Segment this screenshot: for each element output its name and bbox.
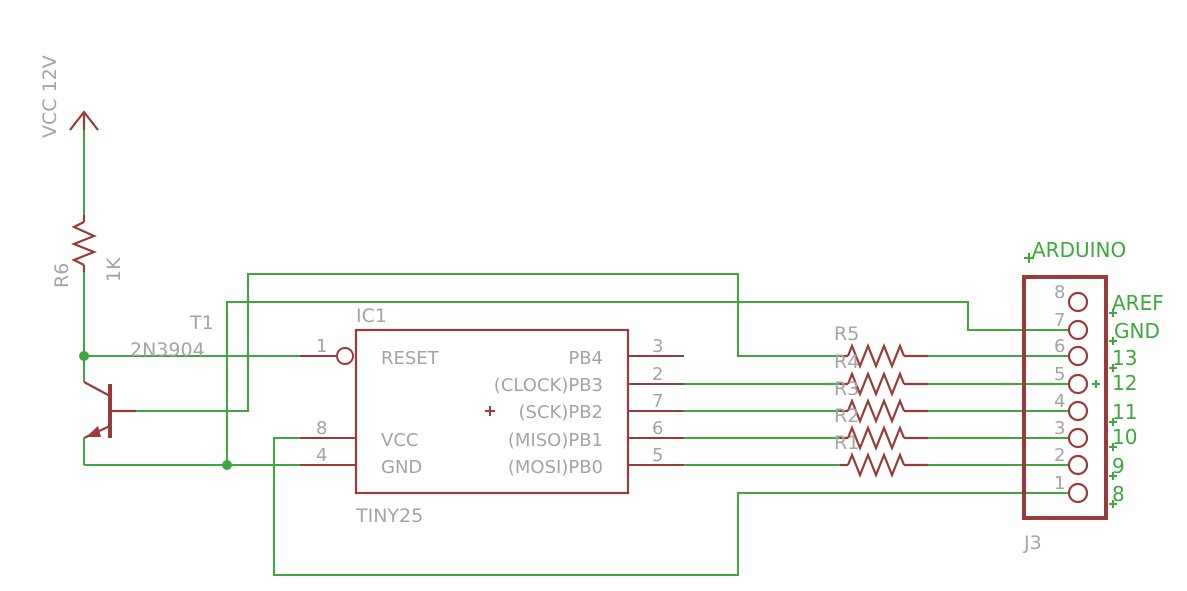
- vcc-label: VCC 12V: [39, 55, 61, 138]
- j3-pin: 8 AREF: [1054, 282, 1164, 317]
- resistor-bank: R5 R4 R3 R2 R1: [834, 323, 928, 478]
- pin-name-pb0: (MOSI)PB0: [508, 457, 603, 478]
- pin-number: 6: [1054, 336, 1065, 357]
- pin-number: 4: [1054, 391, 1065, 412]
- wires: [79, 130, 1068, 576]
- pin-name-gnd: GND: [381, 457, 422, 478]
- pin-number: 7: [1054, 310, 1065, 331]
- pin-number: 5: [652, 445, 663, 466]
- pin-name-pb1: (MISO)PB1: [508, 430, 603, 451]
- pin-name-reset: RESET: [381, 348, 440, 369]
- t1-name: T1: [189, 312, 214, 334]
- pin-number: 7: [652, 391, 663, 412]
- pin-number: 1: [316, 336, 327, 357]
- ic1-part: TINY25: [355, 505, 423, 527]
- pin-number: 2: [652, 364, 663, 385]
- pin-name-pb4: PB4: [568, 348, 603, 369]
- resistor-r2: R2: [834, 405, 928, 451]
- j3-name: J3: [1023, 532, 1042, 554]
- net-label: 13: [1112, 346, 1137, 370]
- j3-pin: 3 10: [1054, 418, 1137, 451]
- j3-pin: 7 GND: [1054, 310, 1160, 345]
- pin-number: 3: [652, 336, 663, 357]
- transistor-t1: T1 2N3904: [83, 312, 214, 439]
- net-label: 12: [1112, 371, 1137, 395]
- pin-number: 8: [1054, 282, 1065, 303]
- pin-number: 4: [316, 445, 327, 466]
- resistor-name: R1: [834, 432, 859, 454]
- junction-dot: [222, 460, 232, 470]
- pin-number: 1: [1054, 473, 1065, 494]
- resistor-name: R5: [834, 323, 859, 345]
- t1-value: 2N3904: [130, 339, 205, 361]
- resistor-name: R4: [834, 351, 859, 373]
- junction-dot: [79, 351, 89, 361]
- pin-number: 8: [316, 418, 327, 439]
- pin-number: 6: [652, 418, 663, 439]
- r6-name: R6: [51, 263, 73, 288]
- pin-name-pb2: (SCK)PB2: [519, 402, 604, 423]
- resistor-r6: R6 1K: [51, 215, 125, 288]
- pin-name-vcc: VCC: [381, 430, 418, 451]
- j3-pin: 4 11: [1054, 391, 1137, 426]
- net-label: AREF: [1112, 291, 1164, 315]
- pin-number: 5: [1054, 364, 1065, 385]
- pin-name-pb3: (CLOCK)PB3: [494, 375, 603, 396]
- resistor-name: R3: [834, 378, 859, 400]
- resistor-r4: R4: [834, 351, 928, 397]
- j3-pin: 5 12: [1054, 364, 1137, 395]
- j3-pin: 6 13: [1054, 336, 1137, 372]
- resistor-r1: R1: [834, 432, 928, 478]
- resistor-name: R2: [834, 405, 859, 427]
- vcc-supply-symbol: VCC 12V: [39, 55, 99, 138]
- resistor-r5: R5: [834, 323, 928, 369]
- ic1-name: IC1: [356, 305, 387, 327]
- resistor-r3: R3: [834, 378, 928, 424]
- net-label: 10: [1112, 425, 1137, 449]
- ic1-tiny25: IC1 TINY25 1 8 4 RESET VCC GND 3 2 7 6 5…: [300, 305, 684, 527]
- net-label: 9: [1112, 454, 1125, 478]
- j3-pin: 2 9: [1054, 445, 1125, 480]
- pin-number: 2: [1054, 445, 1065, 466]
- net-label: 8: [1112, 482, 1125, 506]
- pin-number: 3: [1054, 418, 1065, 439]
- j3-pin: 1 8: [1054, 473, 1125, 508]
- connector-j3: J3 ARDUINO 8 AREF 7 GND 6 13 5 12: [1022, 238, 1164, 554]
- net-label: 11: [1112, 400, 1137, 424]
- net-label: GND: [1114, 319, 1160, 343]
- r6-value: 1K: [103, 257, 125, 282]
- j3-net-label: ARDUINO: [1032, 238, 1126, 262]
